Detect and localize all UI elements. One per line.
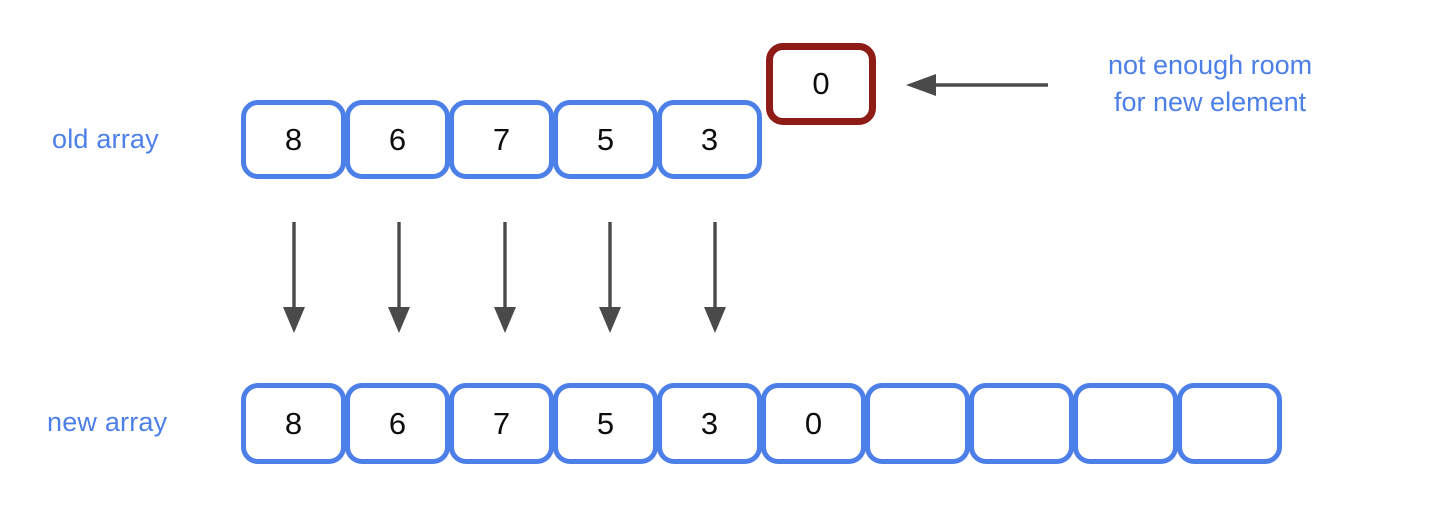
- copy-arrows-group: [283, 222, 726, 333]
- old-array-cell-2: 7: [449, 100, 554, 179]
- cell-value: 7: [492, 405, 511, 441]
- cell-value: 5: [596, 121, 615, 157]
- copy-arrow-head-1: [388, 307, 410, 333]
- new-array-cell-6: [865, 383, 970, 464]
- new-array-cell-0: 8: [241, 383, 346, 464]
- cell-value: 0: [804, 405, 823, 441]
- new-array-label: new array: [47, 407, 168, 437]
- cell-value: 3: [700, 121, 719, 157]
- cell-value: 8: [284, 121, 303, 157]
- pointer-arrow-head: [906, 74, 936, 96]
- new-array-cell-3: 5: [553, 383, 658, 464]
- new-array-cell-7: [969, 383, 1074, 464]
- cell-value: 5: [596, 405, 615, 441]
- new-array-cell-4: 3: [657, 383, 762, 464]
- old-array-row: 8 6 7 5 3: [241, 100, 762, 179]
- new-array-cell-8: [1073, 383, 1178, 464]
- new-array-cell-9: [1177, 383, 1282, 464]
- old-array-cell-0: 8: [241, 100, 346, 179]
- new-array-cell-2: 7: [449, 383, 554, 464]
- cell-value: 6: [388, 405, 407, 441]
- copy-arrow-head-3: [599, 307, 621, 333]
- overflow-cell: 0: [766, 43, 876, 125]
- cell-value: 3: [700, 405, 719, 441]
- old-array-cell-1: 6: [345, 100, 450, 179]
- new-array-cell-5: 0: [761, 383, 866, 464]
- cell-value: 7: [492, 121, 511, 157]
- cell-value: 8: [284, 405, 303, 441]
- overflow-cell-value: 0: [812, 66, 830, 101]
- new-array-row: 8 6 7 5 3 0: [241, 383, 1282, 464]
- copy-arrow-head-4: [704, 307, 726, 333]
- cell-value: 6: [388, 121, 407, 157]
- copy-arrow-head-0: [283, 307, 305, 333]
- copy-arrow-head-2: [494, 307, 516, 333]
- new-array-cell-1: 6: [345, 383, 450, 464]
- old-array-cell-4: 3: [657, 100, 762, 179]
- overflow-annotation-text: not enough room for new element: [1108, 50, 1313, 117]
- old-array-cell-3: 5: [553, 100, 658, 179]
- old-array-label: old array: [52, 124, 159, 154]
- pointer-arrow-group: [906, 74, 1048, 96]
